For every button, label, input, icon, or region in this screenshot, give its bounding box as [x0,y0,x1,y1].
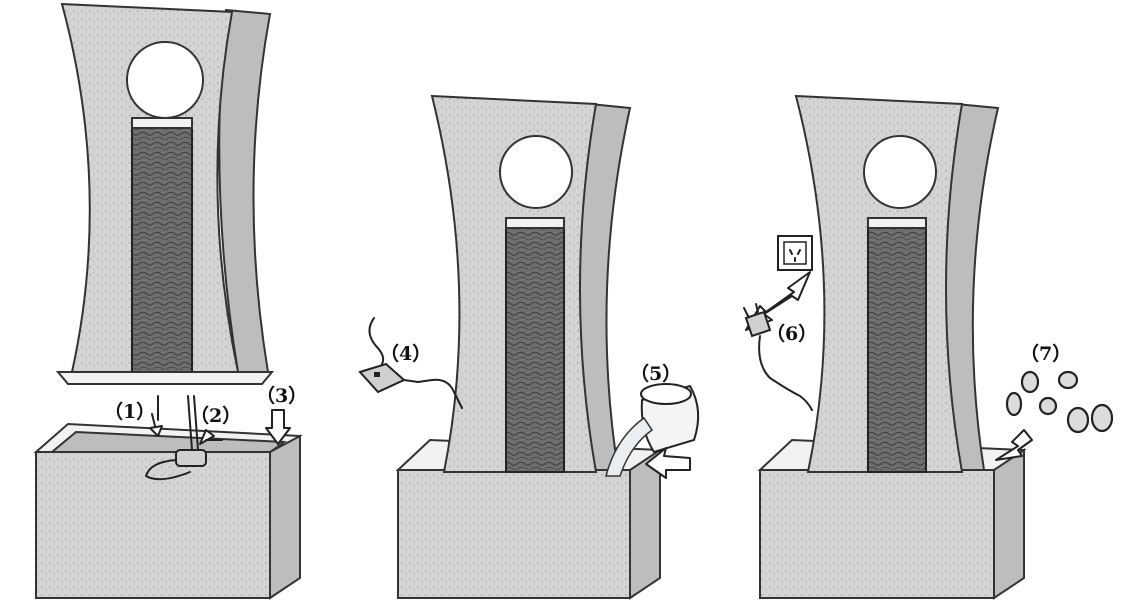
basin-side-3 [994,450,1024,598]
pebble [1040,398,1056,414]
slate-insert-1 [132,128,192,378]
step-2-label: （2） [190,404,241,427]
basin-side-1 [270,436,300,598]
decorative-pebbles [1007,372,1112,432]
pebble [1059,372,1077,388]
slate-insert-2 [506,228,564,472]
basin-side-2 [630,450,660,598]
step-4-label: （4） [380,342,431,365]
fountain-panel-2 [432,96,630,472]
adapter-led [374,372,380,377]
slate-insert-3 [868,228,926,472]
panel-3-finishing: （6） （7） [744,96,1112,598]
connector-plug [418,380,432,382]
moon-opening-2 [500,136,572,208]
power-plug [744,304,812,410]
basin-front-2 [398,470,630,598]
step-1-label: （1） [104,400,155,423]
moon-opening-3 [864,136,936,208]
slate-top-edge-1 [132,118,192,128]
power-cord [759,336,812,410]
adapter-body [360,364,404,392]
basin-front-1 [36,452,270,598]
step-7-label: （7） [1020,342,1071,365]
step-7-arrow [996,430,1032,460]
step-3-label: （3） [256,384,307,407]
pebble [1007,393,1021,415]
fountain-panel-3 [796,96,998,472]
panel-1-disassembled: （1） （2） （3） [36,4,307,598]
panel-2-assembled: （4） （5） [360,96,698,598]
moon-opening-1 [127,42,203,118]
wall-outlet-icon [778,236,812,270]
fountain-panel-1 [58,4,272,384]
basin-1 [36,424,300,598]
slate-top-edge-3 [868,218,926,228]
pebble [1068,408,1088,432]
pebble [1092,405,1112,431]
step-6-label: （6） [766,322,817,345]
pebble [1022,372,1038,392]
slate-top-edge-2 [506,218,564,228]
panel-foot-1 [58,372,272,384]
basin-front-3 [760,470,994,598]
pump-body [176,450,206,466]
step-5-label: （5） [630,362,681,385]
